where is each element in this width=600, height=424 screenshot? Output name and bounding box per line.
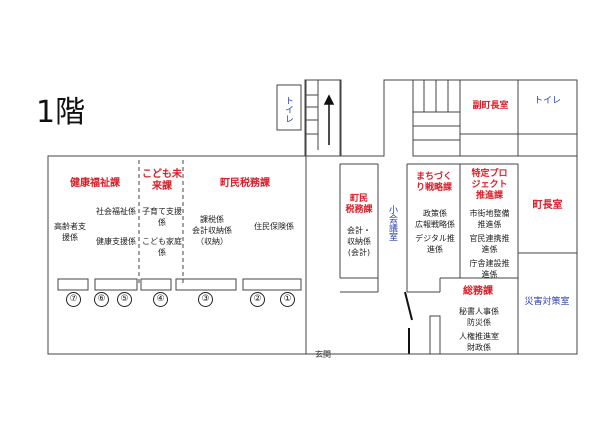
- section-digital-1: デジタル推: [415, 234, 455, 243]
- children-title-2: 来課: [152, 181, 172, 192]
- toilet-left-box: [276, 84, 302, 131]
- counter-6-label: ⑥: [94, 292, 109, 307]
- counter-65: [94, 278, 138, 291]
- section-urban-1: 市街地整備: [469, 209, 510, 218]
- town-tax-title-1: 町民: [349, 194, 368, 204]
- mayor-room-label: 町長室: [532, 200, 563, 211]
- vice-mayor-label: 副町長室: [472, 101, 509, 111]
- section-account-1: 会計・: [347, 226, 371, 235]
- section-childcare: 子育て支援係: [142, 207, 182, 227]
- entrance-label: 玄関: [315, 350, 331, 359]
- small-meeting-label: 小会議室: [387, 205, 397, 241]
- machizukuri-title-1: まちづく: [415, 172, 452, 182]
- counter-5-label: ⑤: [117, 292, 132, 307]
- tax-title: 町民税務課: [220, 178, 270, 189]
- pillar-lower: [429, 315, 441, 355]
- special-title-2: ジェクト: [471, 180, 508, 190]
- section-ppp-2: 進係: [481, 245, 498, 254]
- machizukuri-title-2: り戦略課: [415, 183, 452, 193]
- counter-4: [140, 278, 172, 291]
- counter-2-label: ②: [250, 292, 265, 307]
- section-elderly: 高齢者支援係: [54, 222, 86, 242]
- section-accounting: 会計収納係: [192, 226, 232, 235]
- section-social: 社会福祉係: [96, 207, 136, 216]
- section-human-rights: 人権推進室: [459, 332, 499, 341]
- toilet-right-room: [517, 79, 578, 135]
- section-disaster-prev: 防災係: [467, 318, 491, 327]
- special-title-1: 特定プロ: [471, 169, 508, 179]
- section-collection: （収納）: [196, 237, 228, 246]
- section-urban-2: 推進係: [477, 220, 502, 229]
- stairs-left: [304, 79, 342, 157]
- children-title-1: こども未: [142, 169, 182, 180]
- counter-3-label: ③: [198, 292, 213, 307]
- upper-corridor: [459, 134, 519, 157]
- counter-7-label: ⑦: [66, 292, 81, 307]
- section-family: こども家庭係: [142, 237, 182, 257]
- counter-1-label: ①: [280, 292, 295, 307]
- section-account-3: (会計): [347, 248, 371, 257]
- section-secretary: 秘書人事係: [459, 307, 499, 316]
- section-ppp-1: 官民連携推: [469, 234, 510, 243]
- floor-label: 1階: [36, 95, 86, 130]
- general-affairs-title: 総務課: [463, 286, 493, 297]
- counter-3: [175, 278, 237, 291]
- section-pr: 広報戦略係: [415, 220, 455, 229]
- counter-21: [242, 278, 302, 291]
- section-resident: 住民保険係: [254, 222, 294, 231]
- section-building-2: 進係: [481, 270, 498, 279]
- toilet-left-label: トイレ: [283, 96, 293, 123]
- up-arrow-head: [323, 94, 335, 105]
- section-health: 健康支援係: [96, 237, 136, 246]
- town-tax-title-2: 税務課: [345, 205, 373, 215]
- counter-4-label: ④: [153, 292, 168, 307]
- health-welfare-title: 健康福祉課: [70, 178, 120, 189]
- section-policy: 政策係: [423, 209, 447, 218]
- section-digital-2: 進係: [427, 245, 443, 254]
- section-account-2: 収納係: [347, 237, 371, 246]
- disaster-room-label: 災害対策室: [524, 297, 570, 307]
- section-building-1: 庁舎建設推: [469, 259, 510, 268]
- toilet-right-label: トイレ: [533, 96, 561, 106]
- special-title-3: 推進課: [475, 191, 503, 201]
- section-finance: 財政係: [467, 343, 491, 352]
- door-1: [404, 291, 413, 321]
- counter-7: [57, 278, 89, 291]
- section-taxation: 課税係: [200, 215, 224, 224]
